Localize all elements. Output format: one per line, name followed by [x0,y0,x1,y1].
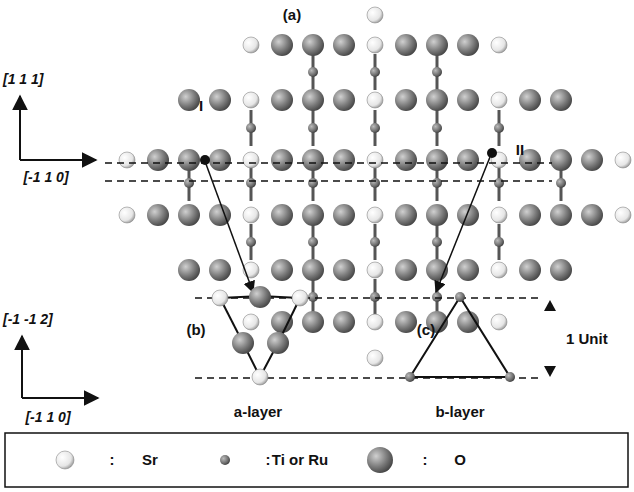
unit-marker [544,300,556,377]
figure-label: : [266,452,271,469]
axis-label: [-1 1 0] [23,170,68,185]
plane-lines [105,163,552,378]
figure-label: (c) [417,322,435,339]
figure-label: 1 Unit [566,331,608,348]
figure-label: II [516,142,524,159]
figure-label: (a) [283,7,301,24]
axis-label: [1 1 1] [3,72,43,87]
figure-label: : [423,452,428,469]
axes [20,96,98,398]
legend-box [5,433,628,487]
figure-label: : [110,452,115,469]
axis-label: [-1 1 0] [25,410,70,425]
legend-text: O [454,452,466,469]
legend-text: Sr [142,452,158,469]
legend-text: Ti or Ru [272,452,328,469]
b-layer-figure [405,292,515,382]
perovskite-structure [119,7,631,366]
figure-label: a-layer [234,404,282,421]
pointer-arrows [200,148,497,292]
axis-label: [-1 -1 2] [3,312,53,327]
figure-label: (b) [186,322,205,339]
figure-label: I [199,98,203,115]
a-layer-figure [212,286,308,385]
figure-label: b-layer [435,404,484,421]
